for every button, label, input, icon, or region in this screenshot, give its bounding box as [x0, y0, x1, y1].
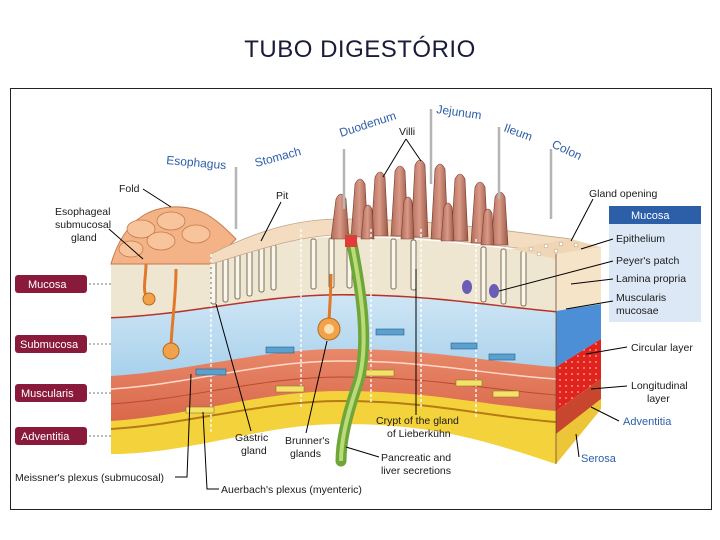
label-peyers-patch: Peyer's patch — [616, 255, 679, 267]
label-adventitia: Adventitia — [623, 416, 672, 428]
slide-title: TUBO DIGESTÓRIO — [244, 36, 476, 63]
callout-esophageal-gland-line2: submucosal — [55, 219, 111, 231]
callout-crypt-line2: of Lieberkühn — [387, 428, 451, 440]
label-lamina-propria: Lamina propria — [616, 273, 686, 285]
right-layer-legend: Mucosa Epithelium Peyer's patch Lamina p… — [498, 206, 701, 465]
right-cut-circular — [556, 339, 601, 411]
callout-brunners-line2: glands — [290, 448, 321, 460]
muscularis-layer — [111, 347, 556, 421]
adventitia-layer — [111, 389, 601, 464]
peyers-patch — [462, 280, 472, 294]
callout-fold: Fold — [119, 183, 140, 195]
region-label-duodenum: Duodenum — [338, 108, 398, 139]
callout-pancreatic-line1: Pancreatic and — [381, 452, 451, 464]
right-cut-mucosa — [556, 247, 601, 311]
label-muscularis-mucosae-line1: Muscularis — [616, 292, 666, 304]
right-box-mucosa: Mucosa — [631, 210, 670, 222]
callout-esophageal-gland-line1: Esophageal — [55, 206, 110, 218]
left-box-muscularis: Muscularis — [21, 388, 74, 400]
digestive-tract-diagram: Esophagus Stomach Duodenum Jejunum Ileum… — [10, 88, 712, 510]
left-box-adventitia: Adventitia — [21, 431, 70, 443]
label-epithelium: Epithelium — [616, 233, 665, 245]
label-muscularis-mucosae-line2: mucosae — [616, 305, 659, 317]
region-label-ileum: Ileum — [502, 121, 534, 144]
region-label-colon: Colon — [550, 137, 584, 163]
callout-villi: Villi — [399, 126, 415, 138]
region-label-jejunum: Jejunum — [436, 102, 483, 122]
left-layer-legend: Mucosa Submucosa Muscularis Adventitia — [15, 275, 111, 445]
callout-pancreatic-line2: liver secretions — [381, 465, 451, 477]
label-longitudinal-line2: layer — [647, 393, 670, 405]
callout-brunners-line1: Brunner's — [285, 435, 330, 447]
callout-gastric-gland-line2: gland — [241, 445, 267, 457]
right-cut-submucosa — [556, 304, 601, 367]
tissue-block — [110, 159, 601, 467]
callout-esophageal-gland-line3: gland — [71, 232, 97, 244]
callout-gland-opening: Gland opening — [589, 188, 657, 200]
left-box-mucosa: Mucosa — [28, 279, 67, 291]
region-label-esophagus: Esophagus — [166, 153, 227, 172]
callout-gastric-gland-line1: Gastric — [235, 432, 268, 444]
callout-pit: Pit — [276, 190, 288, 202]
label-longitudinal-line1: Longitudinal — [631, 380, 688, 392]
callout-meissner: Meissner's plexus (submucosal) — [15, 472, 164, 484]
region-label-stomach: Stomach — [253, 144, 302, 170]
callout-auerbach: Auerbach's plexus (myenteric) — [221, 484, 362, 496]
label-circular-layer: Circular layer — [631, 342, 693, 354]
callout-crypt-line1: Crypt of the gland — [376, 415, 459, 427]
right-cut-longitudinal — [556, 379, 601, 434]
left-box-submucosa: Submucosa — [20, 339, 79, 351]
label-serosa: Serosa — [581, 453, 617, 465]
